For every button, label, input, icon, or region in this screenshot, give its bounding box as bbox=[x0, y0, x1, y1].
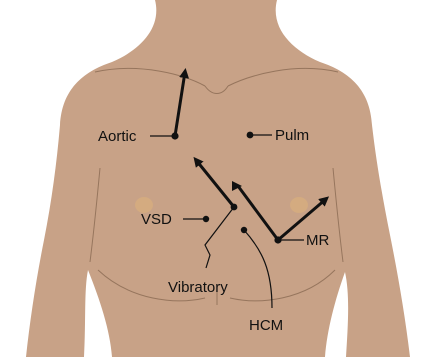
aortic-dot bbox=[171, 132, 178, 139]
mr-label: MR bbox=[306, 232, 329, 249]
vibratory-label: Vibratory bbox=[168, 279, 228, 296]
pulm-label: Pulm bbox=[275, 127, 309, 144]
aortic-label: Aortic bbox=[98, 128, 137, 145]
mr-dot bbox=[274, 236, 281, 243]
hcm-label: HCM bbox=[249, 317, 283, 334]
right-nipple bbox=[290, 197, 308, 213]
vsd-dot bbox=[203, 216, 209, 222]
vsd-label: VSD bbox=[141, 211, 172, 228]
torso-silhouette bbox=[26, 0, 410, 357]
pulm-dot bbox=[247, 132, 254, 139]
